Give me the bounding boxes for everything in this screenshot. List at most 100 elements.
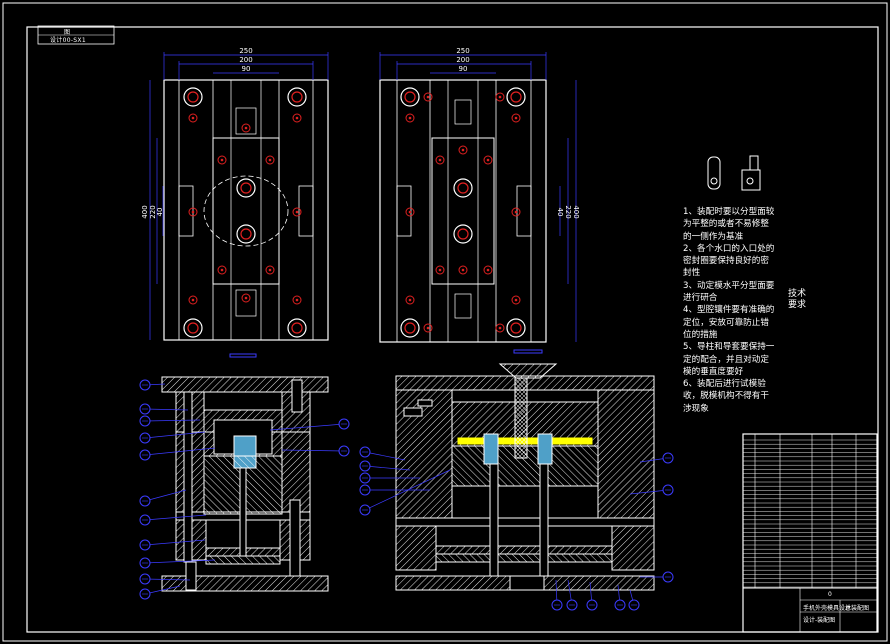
note-line: 5、导柱和导套要保持一 (683, 342, 775, 353)
guide-pillar-center (457, 228, 469, 240)
screw-hole-center (426, 326, 430, 330)
guide-pillar-hole (506, 318, 526, 338)
dimension-texts: 250 200 90 250 200 90 400 220 40 400 220… (141, 47, 580, 219)
screw-hole (265, 265, 275, 275)
screw-hole-center (244, 296, 248, 300)
plastic-part-icons (707, 155, 761, 191)
screw-hole (511, 113, 521, 123)
screw-hole-center (498, 95, 502, 99)
callout-leader (144, 578, 191, 581)
screw-hole-center (408, 298, 412, 302)
guide-pillar-center (510, 91, 522, 103)
stamp-line-1: 图 (64, 29, 71, 36)
plan-view-moving-half (379, 79, 547, 354)
callout-leader (144, 489, 187, 502)
guide-pillar-hole (236, 224, 256, 244)
screw-hole-center (461, 148, 465, 152)
guide-pillar-center (187, 91, 199, 103)
screw-hole (511, 207, 521, 217)
note-line: 定的配合，并且对动定 (683, 354, 769, 365)
note-line: 涉现象 (683, 403, 709, 414)
screw-hole (405, 295, 415, 305)
screw-hole-center (295, 116, 299, 120)
screw-hole-center (268, 268, 272, 272)
screw-hole-center (191, 298, 195, 302)
guide-pillar-center (240, 228, 252, 240)
screw-hole (458, 265, 468, 275)
screw-hole-center (498, 326, 502, 330)
guide-pillar-center (291, 91, 303, 103)
drawing-stamp: 图 设计00-SX1 (40, 26, 114, 44)
dimension-lines (149, 52, 577, 342)
dim-left-height-outer: 400 (141, 205, 149, 218)
plan-view-fixed-half (163, 79, 329, 358)
note-line: 的一侧作为基准 (683, 231, 744, 242)
screw-hole (217, 265, 227, 275)
callout-leader (144, 447, 216, 456)
callout-leader (144, 539, 206, 546)
screw-hole-center (461, 268, 465, 272)
screw-hole-center (438, 268, 442, 272)
note-line: 定位，安放可靠防止错 (683, 317, 769, 328)
callout-leader (144, 408, 189, 411)
guide-pillar-hole (506, 87, 526, 107)
screw-hole (241, 123, 251, 133)
guide-pillar-hole (453, 178, 473, 198)
bolt-holes (183, 87, 526, 338)
callout-leader (281, 449, 345, 452)
screw-hole (265, 155, 275, 165)
dim-left-height-inner: 40 (156, 208, 164, 217)
title-block-code: 设计-装配图 (803, 617, 836, 624)
screw-hole-center (438, 158, 442, 162)
guide-pillar-hole (287, 87, 307, 107)
screw-hole (458, 145, 468, 155)
screw-hole (423, 323, 433, 333)
screw-hole (495, 323, 505, 333)
dim-right-height-inner: 40 (556, 208, 564, 217)
title-block (742, 433, 878, 633)
screw-hole-center (486, 158, 490, 162)
note-line: 收，脱模机构不得有干 (683, 391, 769, 402)
screw-hole (217, 155, 227, 165)
note-line: 4、型腔镶件要有准确的 (683, 305, 775, 316)
note-line: 密封圈要保持良好的密 (683, 256, 769, 267)
dim-left-overall-width: 250 (239, 47, 252, 55)
screw-hole-center (220, 158, 224, 162)
guide-pillar-hole (453, 224, 473, 244)
callout-leader (144, 419, 201, 422)
screw-hole (511, 295, 521, 305)
dim-right-height-mid: 220 (564, 205, 572, 218)
screw-hole-center (426, 95, 430, 99)
guide-pillar-hole (400, 318, 420, 338)
screw-hole-center (486, 268, 490, 272)
callout-leader (144, 585, 181, 595)
screw-hole-center (295, 298, 299, 302)
screw-hole (188, 207, 198, 217)
screw-hole (435, 155, 445, 165)
screw-hole-center (244, 126, 248, 130)
stamp-line-2: 设计00-SX1 (50, 37, 86, 44)
screw-hole (435, 265, 445, 275)
guide-pillar-hole (236, 178, 256, 198)
guide-pillar-center (510, 322, 522, 334)
title-block-sheet: 0 (828, 591, 832, 598)
note-line: 位的措施 (683, 329, 718, 340)
dim-left-height-mid: 220 (149, 205, 157, 218)
guide-pillar-center (291, 322, 303, 334)
screw-hole-center (408, 116, 412, 120)
dim-right-inner-width: 90 (459, 65, 468, 73)
callout-leader (364, 465, 411, 471)
screw-hole (483, 265, 493, 275)
guide-pillar-center (404, 91, 416, 103)
part-callouts (139, 379, 674, 611)
note-line: 6、装配后进行试模验 (683, 379, 766, 390)
screw-hole-center (191, 116, 195, 120)
screw-hole-center (514, 210, 518, 214)
inner-frame (26, 26, 879, 633)
dim-right-height-outer: 400 (572, 205, 580, 218)
callout-leader (364, 451, 406, 461)
screw-hole-center (220, 268, 224, 272)
guide-pillar-hole (183, 318, 203, 338)
callout-leader (144, 559, 216, 564)
note-line: 模的垂直度要好 (683, 366, 744, 377)
